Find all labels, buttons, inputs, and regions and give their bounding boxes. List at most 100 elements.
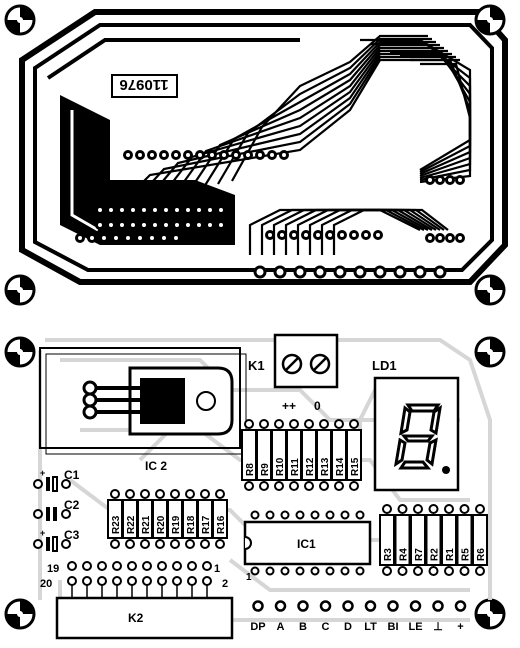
resistor-r7: R7 [410, 504, 426, 576]
solder-pad [301, 230, 311, 240]
connector-pin: DP [250, 600, 266, 633]
capacitors: + C1 C2 + C3 [33, 468, 80, 552]
resistor-r18: R18 [182, 489, 198, 549]
k2-label: K2 [128, 611, 144, 625]
k2-pin20-label: 20 [40, 578, 52, 590]
resistor-r13: R13 [316, 419, 332, 491]
resistor-r20: R20 [152, 489, 168, 549]
connector-pin-label: DP [250, 621, 265, 633]
solder-pad [172, 205, 182, 215]
solder-pad [139, 220, 149, 230]
solder-pad [277, 230, 287, 240]
resistor-r8: R8 [241, 419, 257, 491]
connector-pin: A [274, 600, 287, 633]
resistor-label: R15 [350, 457, 361, 476]
resistor-label: R5 [461, 548, 472, 561]
seven-segment-digit [393, 403, 443, 470]
resistor-r4: R4 [394, 504, 411, 576]
mounting-hole [4, 274, 36, 306]
k1-plus-label: ++ [282, 399, 296, 413]
mounting-hole [4, 4, 36, 36]
solder-pad [194, 205, 204, 215]
resistor-r11: R11 [286, 419, 302, 491]
solder-pad [293, 265, 307, 279]
k2-pin2-label: 2 [222, 578, 228, 590]
c1-label: C1 [64, 468, 80, 482]
pcb-code: 110976 [119, 76, 168, 93]
solder-pad [183, 220, 193, 230]
resistor-label: R11 [290, 458, 301, 476]
connector-pin: C [319, 600, 332, 633]
solder-pad [325, 230, 335, 240]
solder-pad [139, 205, 149, 215]
solder-pad [195, 150, 205, 160]
svg-text:+: + [40, 468, 45, 478]
resistor-label: R20 [156, 515, 167, 534]
solder-pad [273, 265, 287, 279]
resistor-r21: R21 [137, 489, 153, 549]
resistor-label: R14 [335, 457, 346, 476]
resistor-label: R2 [430, 548, 441, 561]
solder-pad [337, 230, 347, 240]
solder-pad [123, 233, 133, 243]
solder-pad [267, 150, 277, 160]
solder-pad [75, 233, 85, 243]
solder-pad [147, 233, 157, 243]
solder-pad [128, 205, 138, 215]
solder-pad [313, 230, 323, 240]
capacitor-c3: + C3 [33, 528, 80, 552]
k2-pin19-label: 19 [47, 563, 59, 575]
solder-pad [435, 233, 445, 243]
solder-pad [171, 233, 181, 243]
capacitor-c2: C2 [33, 498, 80, 521]
solder-pad [95, 205, 105, 215]
mounting-hole [4, 598, 36, 630]
resistor-label: R21 [141, 515, 152, 534]
solder-pad [455, 233, 465, 243]
resistor-label: R6 [476, 548, 487, 561]
solder-pad [279, 150, 289, 160]
solder-pad [183, 205, 193, 215]
solder-pad [135, 233, 145, 243]
solder-pad [253, 265, 267, 279]
solder-pad [117, 220, 127, 230]
connector-pin: ⊥ [432, 600, 444, 633]
solder-pad [205, 205, 215, 215]
solder-pad [413, 265, 427, 279]
mounting-hole [474, 336, 506, 368]
solder-pad [255, 150, 265, 160]
solder-pad [353, 265, 367, 279]
connector-pin-label: A [277, 621, 285, 633]
solder-pad [161, 205, 171, 215]
solder-pad [433, 265, 447, 279]
solder-pad [445, 233, 455, 243]
solder-pad [445, 175, 455, 185]
ic1-dip: IC1 1 [243, 510, 372, 583]
connector-pin: D [342, 600, 354, 633]
solder-pad [111, 233, 121, 243]
connector-pin: LT [364, 600, 377, 633]
k1-label: K1 [248, 358, 265, 373]
solder-pad [216, 205, 226, 215]
ld1-label: LD1 [372, 358, 397, 373]
solder-pad [435, 175, 445, 185]
solder-pad [231, 150, 241, 160]
solder-pad [425, 233, 435, 243]
resistor-r22: R22 [122, 489, 138, 549]
solder-pad [216, 220, 226, 230]
solder-pad [349, 230, 359, 240]
connector-pin-label: LE [408, 621, 422, 633]
solder-pad [171, 150, 181, 160]
resistor-r2: R2 [425, 504, 442, 576]
solder-pad [161, 220, 171, 230]
connector-pin: BI [387, 600, 399, 633]
resistor-label: R19 [171, 515, 182, 534]
solder-pad [159, 233, 169, 243]
solder-pad [159, 150, 169, 160]
resistor-r23: R23 [107, 489, 123, 549]
resistor-r6: R6 [472, 504, 488, 576]
solder-pad [128, 220, 138, 230]
resistor-label: R10 [275, 457, 286, 476]
